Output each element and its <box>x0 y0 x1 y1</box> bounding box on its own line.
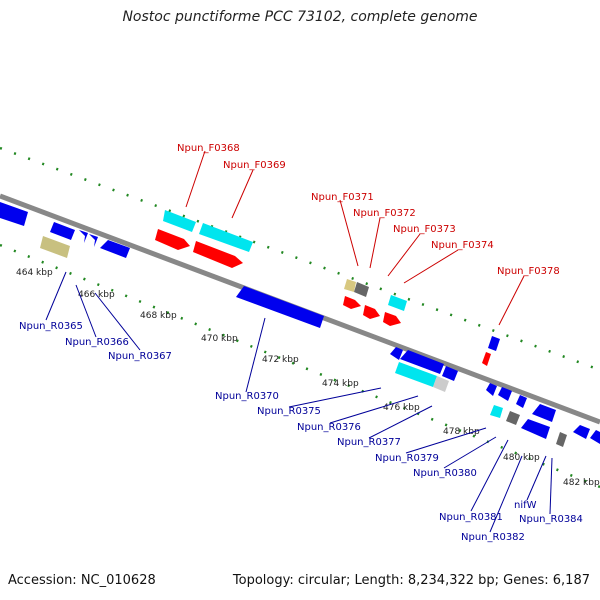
label-R0376: Npun_R0376 <box>297 422 361 433</box>
gene-nifW <box>521 419 550 439</box>
gene-grey-R0381 <box>506 411 520 425</box>
gene-F0378 <box>482 352 491 366</box>
tick-labels: 464 kbp 466 kbp 468 kbp 470 kbp 472 kbp … <box>16 268 600 488</box>
gene-grey-R0377 <box>433 376 449 392</box>
label-R0367: Npun_R0367 <box>108 351 172 362</box>
forward-genes[interactable] <box>155 210 500 366</box>
gene-R0379 <box>486 383 497 396</box>
tick-472: 472 kbp <box>262 355 299 365</box>
reverse-genes[interactable] <box>0 202 600 447</box>
gene-rna-F0369 <box>199 223 253 252</box>
gene-R0384 <box>573 425 590 439</box>
label-R0375: Npun_R0375 <box>257 406 321 417</box>
gene-grey-R0384 <box>556 432 567 447</box>
forward-labels[interactable]: Npun_F0368 Npun_F0369 Npun_F0371 Npun_F0… <box>177 143 560 277</box>
gene-pseudo-F0371 <box>344 279 356 292</box>
reverse-callouts <box>45 271 553 533</box>
dotted-guides <box>0 146 600 489</box>
label-R0379: Npun_R0379 <box>375 453 439 464</box>
label-R0382: Npun_R0382 <box>461 532 525 543</box>
label-R0384: Npun_R0384 <box>519 514 583 525</box>
tick-468: 468 kbp <box>140 311 177 321</box>
gene-R0376 <box>400 350 444 374</box>
gene-R0367 <box>100 240 130 258</box>
label-nifW: nifW <box>514 500 537 511</box>
gene-grey-F0372 <box>354 282 369 297</box>
label-F0373: Npun_F0373 <box>393 224 456 235</box>
gene-R0380 <box>498 387 512 401</box>
label-R0381: Npun_R0381 <box>439 512 503 523</box>
gene-R0381a <box>516 395 527 408</box>
gene-rna-F0374 <box>388 295 407 311</box>
gene-blue-F0378 <box>488 336 500 351</box>
gene-R0366a <box>79 230 88 243</box>
label-R0380: Npun_R0380 <box>413 468 477 479</box>
label-F0374: Npun_F0374 <box>431 240 494 251</box>
gene-F0373 <box>363 305 380 319</box>
reverse-labels[interactable]: Npun_R0365 Npun_R0366 Npun_R0367 Npun_R0… <box>19 321 583 543</box>
tick-470: 470 kbp <box>201 334 238 344</box>
map-title: Nostoc punctiforme PCC 73102, complete g… <box>122 9 478 25</box>
label-F0371: Npun_F0371 <box>311 192 374 203</box>
gene-R0370 <box>236 286 324 328</box>
label-R0365: Npun_R0365 <box>19 321 83 332</box>
label-F0372: Npun_F0372 <box>353 208 416 219</box>
label-F0368: Npun_F0368 <box>177 143 240 154</box>
label-F0378: Npun_F0378 <box>497 266 560 277</box>
tick-478: 478 kbp <box>443 427 480 437</box>
gene-F0374 <box>383 312 401 326</box>
gene-R0385 <box>590 430 600 444</box>
gene-rna-R0377 <box>395 362 437 387</box>
label-R0366: Npun_R0366 <box>65 337 129 348</box>
tick-476: 476 kbp <box>383 403 420 413</box>
forward-callouts <box>185 150 525 326</box>
gene-R0365 <box>50 222 75 240</box>
label-F0369: Npun_F0369 <box>223 160 286 171</box>
gene-F0369 <box>193 241 243 268</box>
gene-rna-R0380 <box>490 405 503 418</box>
gene-F0368 <box>155 229 190 250</box>
tick-482: 482 kbp <box>563 478 600 488</box>
label-R0370: Npun_R0370 <box>215 391 279 402</box>
gene-R0375 <box>390 347 403 360</box>
label-R0377: Npun_R0377 <box>337 437 401 448</box>
gene-rna-F0368 <box>163 210 196 232</box>
gene-R0382 <box>532 404 556 422</box>
gene-R0377 <box>442 366 458 381</box>
genome-summary-text: Topology: circular; Length: 8,234,322 bp… <box>232 573 590 588</box>
tick-464: 464 kbp <box>16 268 53 278</box>
accession-text: Accession: NC_010628 <box>8 573 156 588</box>
gene-R0366b <box>89 234 98 247</box>
tick-474: 474 kbp <box>322 379 359 389</box>
gene-R0364 <box>0 202 28 226</box>
gene-F0371 <box>343 296 361 309</box>
gene-pseudo-R0365 <box>40 236 70 258</box>
